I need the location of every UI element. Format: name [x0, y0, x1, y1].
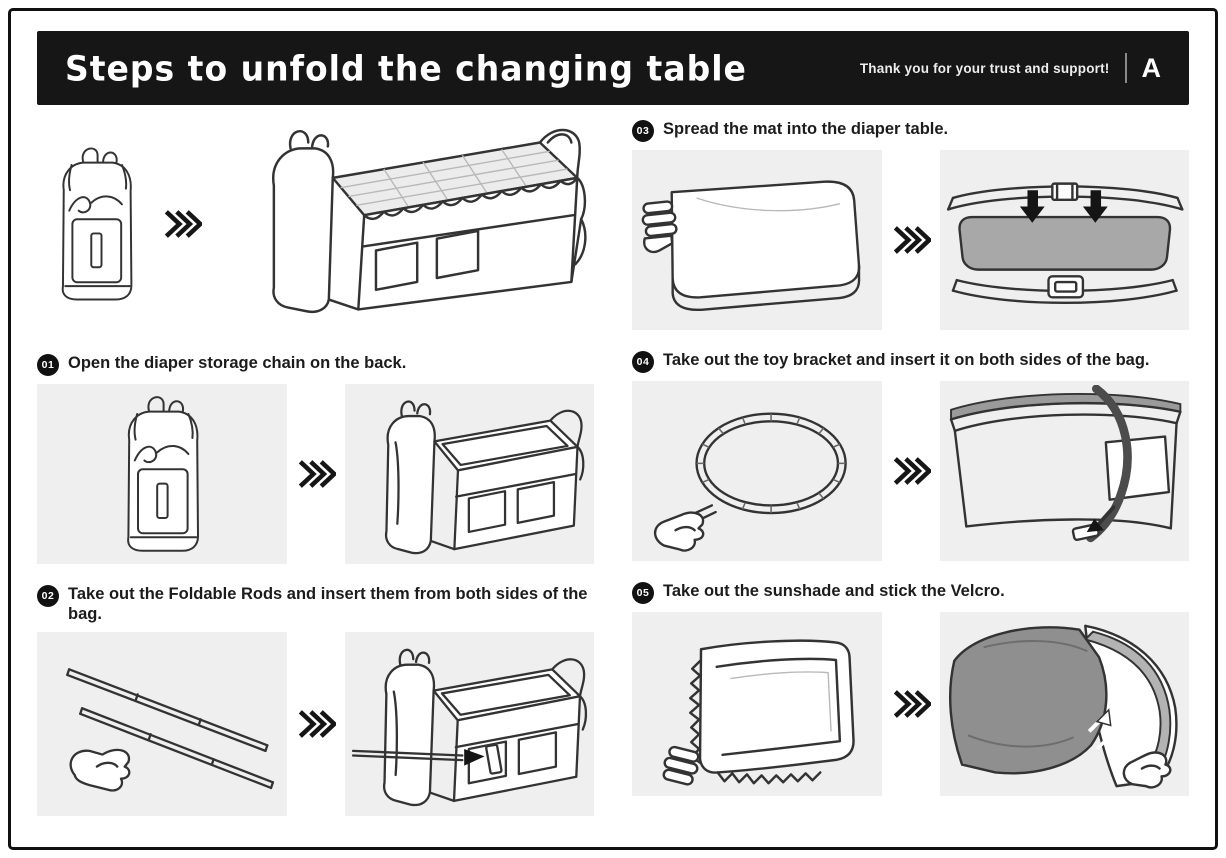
step-heading-01: 01 Open the diaper storage chain on the … [37, 353, 594, 376]
step-05-illustrations [632, 612, 1189, 796]
illustration-panel [632, 381, 882, 561]
illustration-panel [344, 384, 594, 564]
step-01-illustrations [37, 384, 594, 564]
content-grid: 01 Open the diaper storage chain on the … [37, 105, 1189, 817]
step-arrow [161, 208, 203, 240]
sunshade-velcro-illustration [948, 624, 1178, 789]
rod-inserted-illustration [351, 648, 587, 807]
step-instruction: Open the diaper storage chain on the bac… [68, 354, 407, 372]
step-arrow [890, 224, 932, 256]
thanks-note: Thank you for your trust and support! [859, 60, 1110, 76]
backpack-closed-illustration [126, 396, 199, 552]
step-02-illustrations [37, 632, 594, 817]
step-number-badge: 05 [632, 582, 654, 604]
opened-table-illustration [384, 400, 584, 555]
sheet-label: A [1141, 52, 1162, 83]
step-heading-04: 04 Take out the toy bracket and insert i… [632, 350, 1189, 373]
illustration-panel [939, 612, 1189, 796]
step-number-badge: 04 [632, 351, 654, 373]
hero-illustrations [37, 115, 594, 333]
foldable-rods-illustration [66, 668, 275, 792]
illustration-panel [939, 381, 1189, 561]
step-arrow [890, 455, 932, 487]
toy-bracket-loop-illustration [653, 412, 847, 552]
backpack-closed-illustration [61, 147, 133, 301]
illustration-panel [939, 150, 1189, 330]
illustration-panel [632, 612, 882, 796]
unfolded-table-mesh-illustration [272, 128, 587, 314]
bracket-inserted-illustration [949, 385, 1182, 543]
step-instruction: Spread the mat into the diaper table. [663, 120, 949, 138]
step-instruction: Take out the toy bracket and insert it o… [663, 351, 1150, 369]
chevron-right-icon [891, 455, 931, 487]
folded-sunshade-illustration [662, 639, 855, 786]
step-number-badge: 03 [632, 120, 654, 142]
illustration-panel [37, 632, 287, 817]
mat-inside-table-illustration [946, 182, 1183, 305]
illustration-panel [344, 632, 594, 817]
step-arrow [295, 458, 337, 490]
step-04-illustrations [632, 381, 1189, 561]
step-heading-05: 05 Take out the sunshade and stick the V… [632, 581, 1189, 604]
step-instruction: Take out the sunshade and stick the Velc… [663, 582, 1005, 600]
chevron-right-icon [296, 458, 336, 490]
left-column: 01 Open the diaper storage chain on the … [37, 113, 594, 817]
step-number-badge: 02 [37, 585, 59, 607]
header-divider [1124, 53, 1127, 83]
chevron-right-icon [162, 208, 202, 240]
step-heading-02: 02 Take out the Foldable Rods and insert… [37, 584, 594, 624]
chevron-right-icon [296, 708, 336, 740]
header-right: Thank you for your trust and support! A [860, 53, 1161, 84]
instruction-sheet: Steps to unfold the changing table Thank… [8, 8, 1218, 850]
chevron-right-icon [891, 688, 931, 720]
step-03-illustrations [632, 150, 1189, 330]
header-bar: Steps to unfold the changing table Thank… [37, 31, 1189, 105]
step-arrow [295, 708, 337, 740]
changing-mat-illustration [641, 180, 861, 311]
step-instruction: Take out the Foldable Rods and insert th… [68, 585, 588, 624]
step-arrow [890, 688, 932, 720]
illustration-panel [37, 384, 287, 564]
page-title: Steps to unfold the changing table [65, 47, 747, 89]
illustration-panel [632, 150, 882, 330]
chevron-right-icon [891, 224, 931, 256]
right-column: 03 Spread the mat into the diaper table. [632, 113, 1189, 816]
step-number-badge: 01 [37, 354, 59, 376]
step-heading-03: 03 Spread the mat into the diaper table. [632, 119, 1189, 142]
